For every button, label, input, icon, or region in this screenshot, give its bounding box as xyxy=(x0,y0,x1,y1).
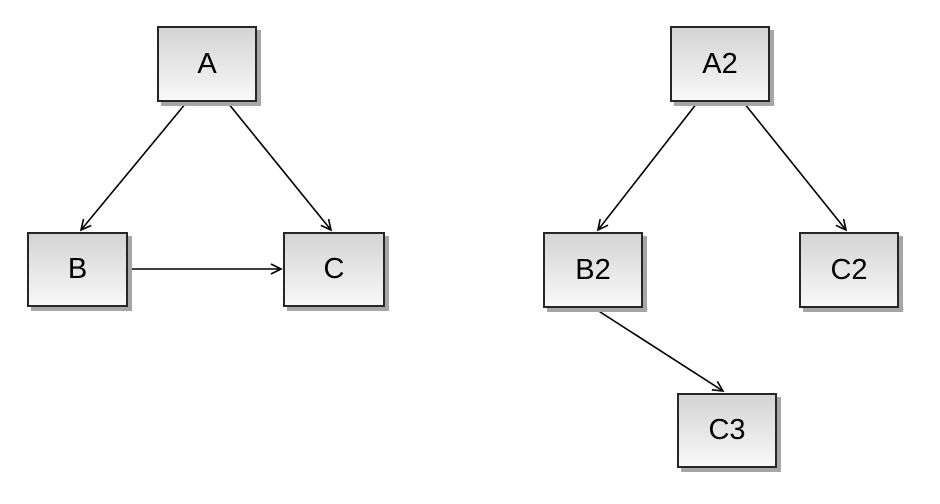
node-B[interactable]: B xyxy=(27,232,128,307)
node-label-A: A xyxy=(197,47,217,80)
node-label-C: C xyxy=(323,253,345,285)
node-label-C3: C3 xyxy=(708,414,746,446)
node-B2[interactable]: B2 xyxy=(543,232,643,308)
node-label-A2: A2 xyxy=(702,47,738,80)
node-C3[interactable]: C3 xyxy=(677,393,777,468)
edge-A2-C2[interactable] xyxy=(743,102,848,232)
edge-A2-B2[interactable] xyxy=(596,102,698,232)
edge-B2-C3[interactable] xyxy=(593,307,725,392)
node-label-B2: B2 xyxy=(575,253,611,286)
node-A[interactable]: A xyxy=(157,26,257,102)
node-C2[interactable]: C2 xyxy=(799,232,899,308)
node-label-B: B xyxy=(67,253,88,285)
edge-A-B[interactable] xyxy=(79,102,187,232)
node-label-C2: C2 xyxy=(830,253,868,286)
node-A2[interactable]: A2 xyxy=(670,26,770,102)
edge-A-C[interactable] xyxy=(227,102,333,232)
node-C[interactable]: C xyxy=(283,232,385,307)
